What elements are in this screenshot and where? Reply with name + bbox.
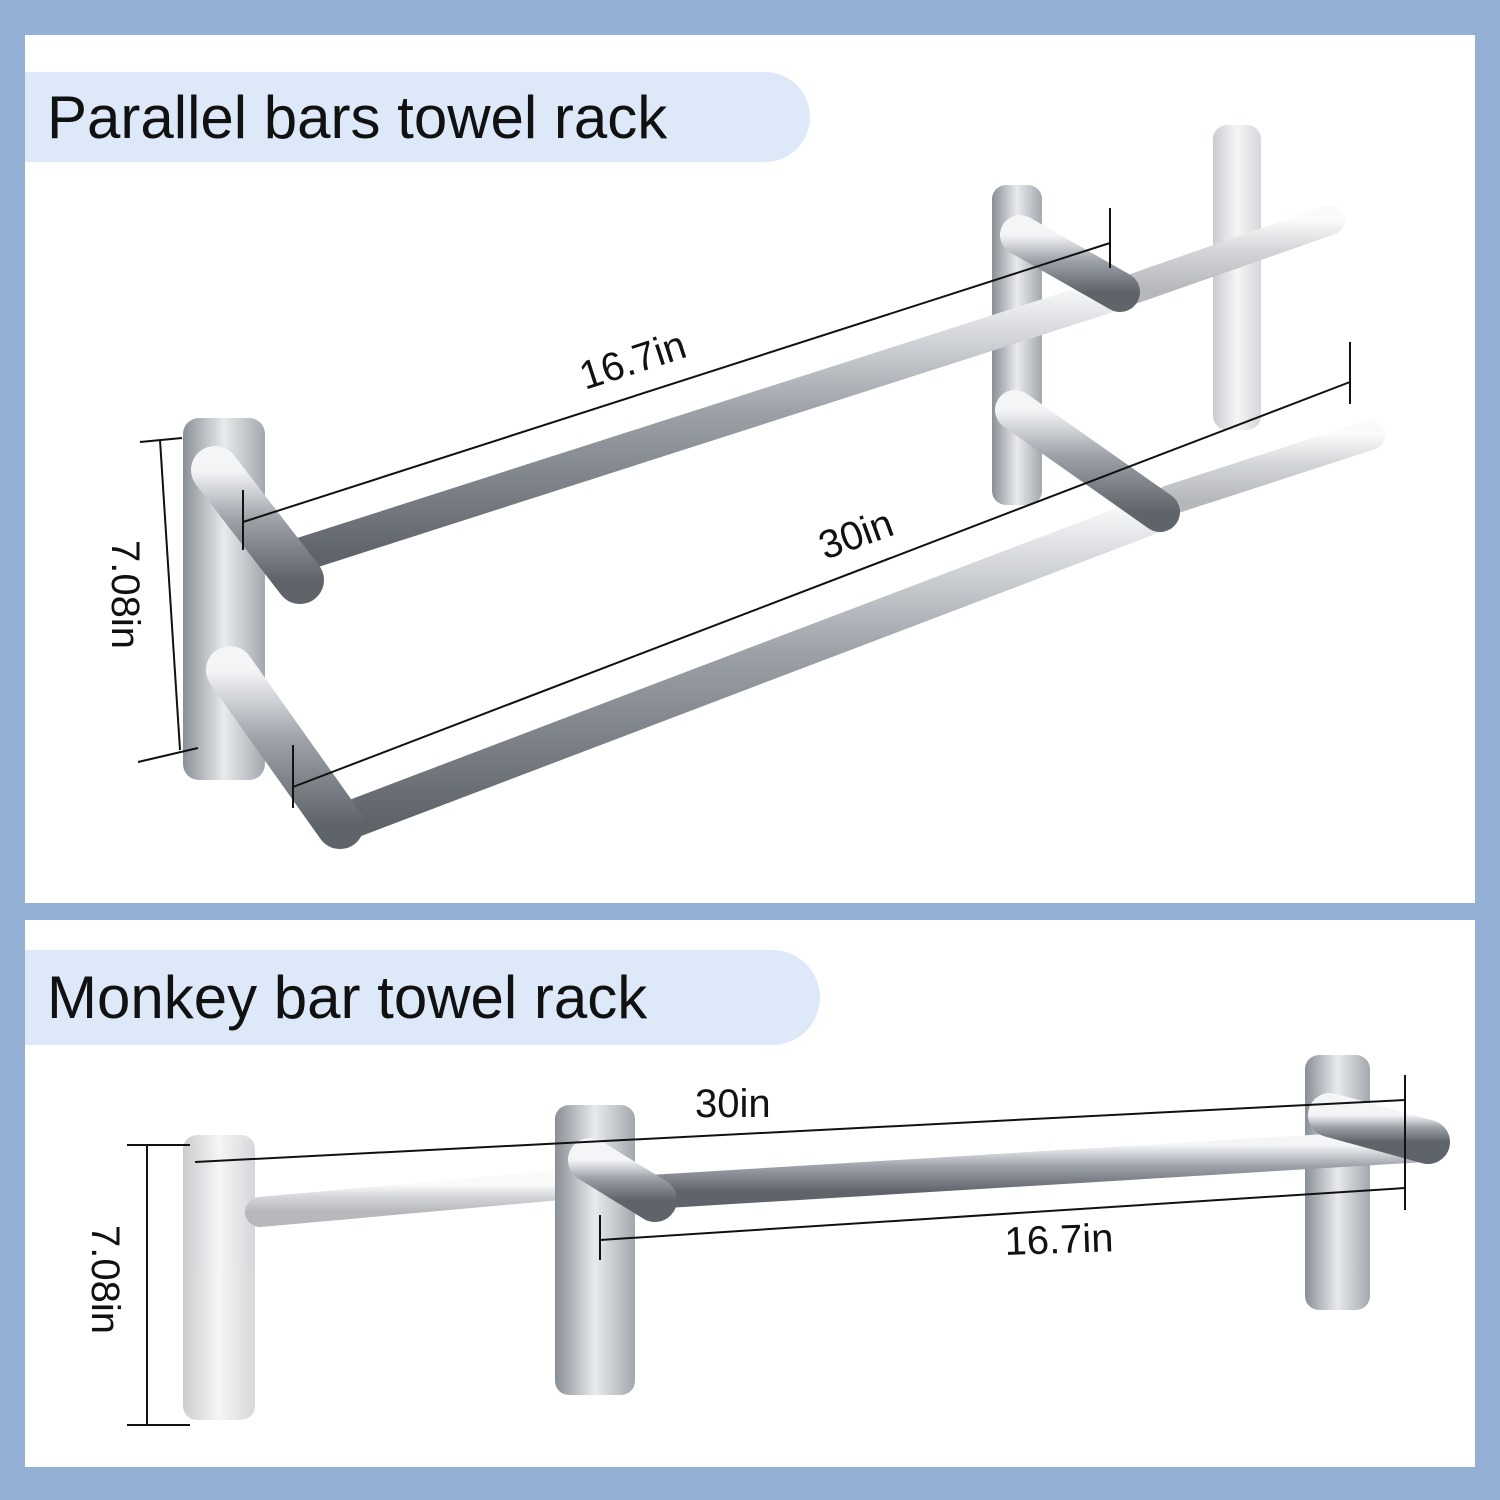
bar-dimension: 16.7in — [1004, 1216, 1114, 1264]
upper-bar-dimension: 16.7in — [574, 323, 691, 399]
upper-rod — [283, 275, 1137, 572]
monkey-rack: 30in 16.7in 7.08in — [83, 1055, 1450, 1426]
bracket — [1305, 1055, 1370, 1310]
lower-bar-dimension: 30in — [813, 501, 899, 568]
parallel-rack: 16.7in 30in 7.08in — [103, 125, 1385, 849]
height-dimension: 7.08in — [83, 1225, 127, 1334]
rod — [633, 1128, 1442, 1209]
section-title: Monkey bar towel rack — [25, 950, 820, 1045]
section-title: Parallel bars towel rack — [25, 72, 810, 162]
height-dimension: 7.08in — [103, 540, 147, 649]
monkey-bar-panel: Monkey bar towel rack — [25, 920, 1475, 1467]
length-dimension: 30in — [695, 1082, 771, 1126]
lower-rod — [331, 493, 1179, 839]
